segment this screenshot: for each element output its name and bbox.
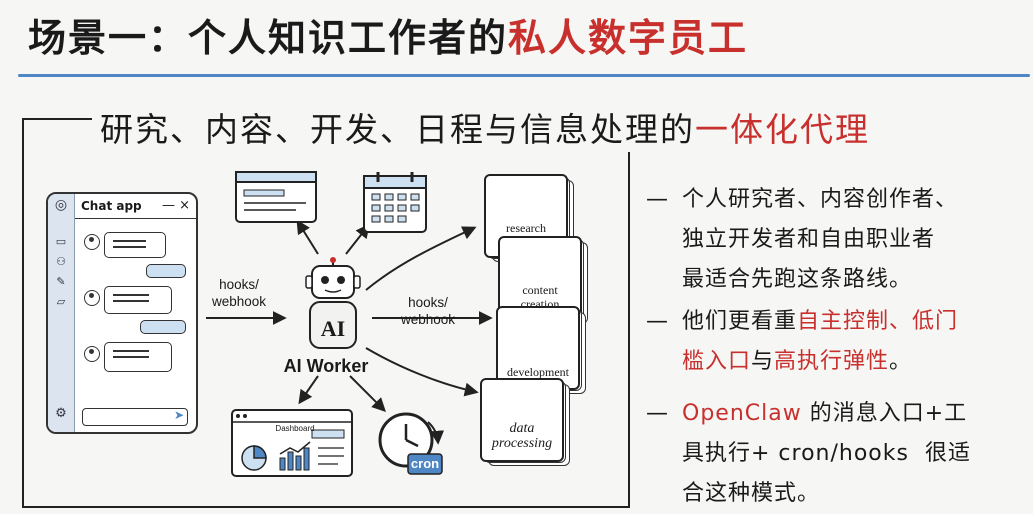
message-bubble <box>104 232 166 258</box>
point1-line1: 个人研究者、内容创作者、 <box>682 180 1026 220</box>
chat-titlebar: Chat app — × <box>75 194 196 219</box>
dashboard-icon <box>232 410 352 476</box>
chat-icon[interactable]: ▭ <box>54 236 68 247</box>
right-label-line2: webhook <box>392 311 464 328</box>
reply-bubble <box>146 264 186 278</box>
right-label-line1: hooks/ <box>392 294 464 311</box>
card-data-line2: processing <box>482 437 562 450</box>
avatar <box>84 346 100 362</box>
left-label-line1: hooks/ <box>204 276 274 293</box>
point3-line3: 合这种模式。 <box>682 474 1026 514</box>
settings-icon[interactable]: ⚙ <box>54 408 68 419</box>
message-bubble <box>104 286 172 314</box>
avatar <box>84 290 100 306</box>
message-bubble <box>104 342 172 372</box>
card-content-line1: content <box>500 284 580 297</box>
openclaw-highlight: OpenClaw <box>682 401 802 426</box>
chat-input[interactable]: ➤ <box>82 408 188 426</box>
point2-highlight: 槛入口 <box>682 349 751 374</box>
bullet-dash: — <box>646 180 669 220</box>
pie-chart-icon <box>242 446 266 470</box>
point3-text: 的消息入口+工 <box>802 401 967 426</box>
bullet-dash: — <box>646 302 669 342</box>
point2-highlight: 自主控制、低门 <box>797 309 958 334</box>
reply-bubble <box>140 320 186 334</box>
robot-badge: AI <box>310 316 356 342</box>
dashboard-label: Dashboard <box>270 424 320 434</box>
point1-line2: 独立开发者和自由职业者 <box>682 220 1026 260</box>
point2-text: 与 <box>751 349 774 374</box>
browser-window-icon <box>236 172 316 222</box>
chat-app-window: ◎ ▭ ⚇ ✎ ▱ ⚙ Chat app — × ➤ <box>46 192 198 434</box>
people-icon[interactable]: ⚇ <box>54 256 68 267</box>
avatar <box>84 234 100 250</box>
point1-line3: 最适合先跑这条路线。 <box>682 260 1026 300</box>
card-data-processing: data processing <box>480 378 564 464</box>
bullet-dash: — <box>646 394 669 434</box>
chat-app-title: Chat app <box>81 199 142 213</box>
left-label-line2: webhook <box>204 293 274 310</box>
calendar-icon <box>364 172 426 232</box>
app-logo-icon: ◎ <box>54 200 68 211</box>
send-icon[interactable]: ➤ <box>174 408 184 422</box>
card-data-line1: data <box>482 422 562 435</box>
ai-worker-label: AI Worker <box>268 356 384 377</box>
cron-label: cron <box>408 456 442 472</box>
folder-icon[interactable]: ▱ <box>54 296 68 307</box>
card-research-label: research <box>486 222 566 235</box>
point3-line2: 具执行+ cron/hooks 很适 <box>682 434 1026 474</box>
left-arrow-label: hooks/ webhook <box>204 276 274 310</box>
point2-text: 他们更看重 <box>682 309 797 334</box>
window-controls[interactable]: — × <box>162 194 190 218</box>
chat-sidebar: ◎ ▭ ⚇ ✎ ▱ ⚙ <box>48 194 75 432</box>
edit-icon[interactable]: ✎ <box>54 276 68 287</box>
point2-highlight: 高执行弹性 <box>774 349 889 374</box>
point2-text: 。 <box>889 349 912 374</box>
right-arrow-label: hooks/ webhook <box>392 294 464 328</box>
